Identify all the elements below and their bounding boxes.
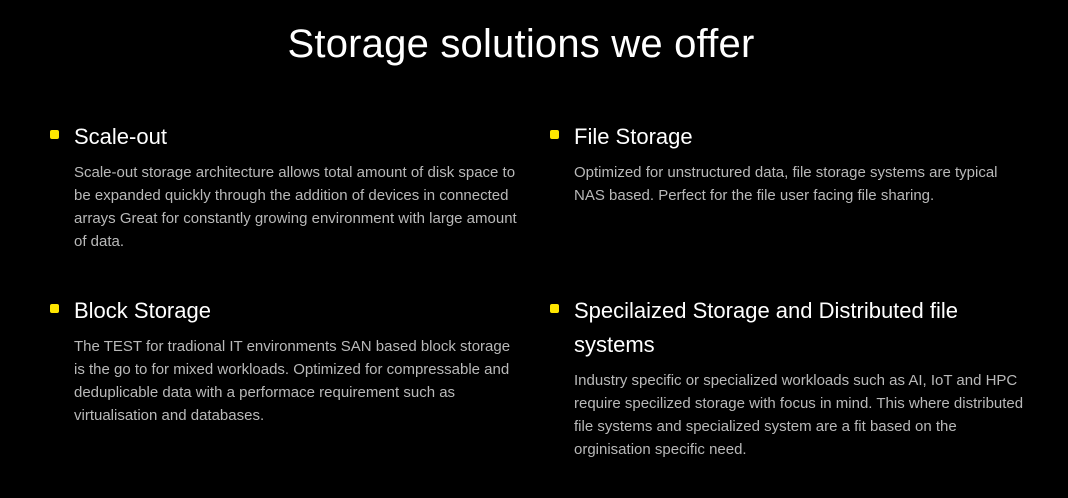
solution-block-storage: Block Storage The TEST for tradional IT … <box>50 294 510 427</box>
bullet-icon <box>550 130 559 139</box>
bullet-icon <box>50 304 59 313</box>
solution-description: Scale-out storage architecture allows to… <box>74 164 517 250</box>
solution-description: Optimized for unstructured data, file st… <box>574 164 998 204</box>
solution-scale-out: Scale-out Scale-out storage architecture… <box>50 120 517 253</box>
page-title: Storage solutions we offer <box>287 22 755 66</box>
bullet-icon <box>50 130 59 139</box>
solution-specialized-storage: Specilaized Storage and Distributed file… <box>550 294 1023 461</box>
solution-heading: Scale-out <box>74 124 167 149</box>
solution-heading: Specilaized Storage and Distributed file… <box>574 298 959 357</box>
solution-description: Industry specific or specialized workloa… <box>574 372 1024 458</box>
bullet-icon <box>550 304 559 313</box>
solution-description: The TEST for tradional IT environments S… <box>74 338 511 424</box>
solution-heading: Block Storage <box>74 298 211 323</box>
solution-heading: File Storage <box>574 124 693 149</box>
solution-file-storage: File Storage Optimized for unstructured … <box>550 120 1010 207</box>
